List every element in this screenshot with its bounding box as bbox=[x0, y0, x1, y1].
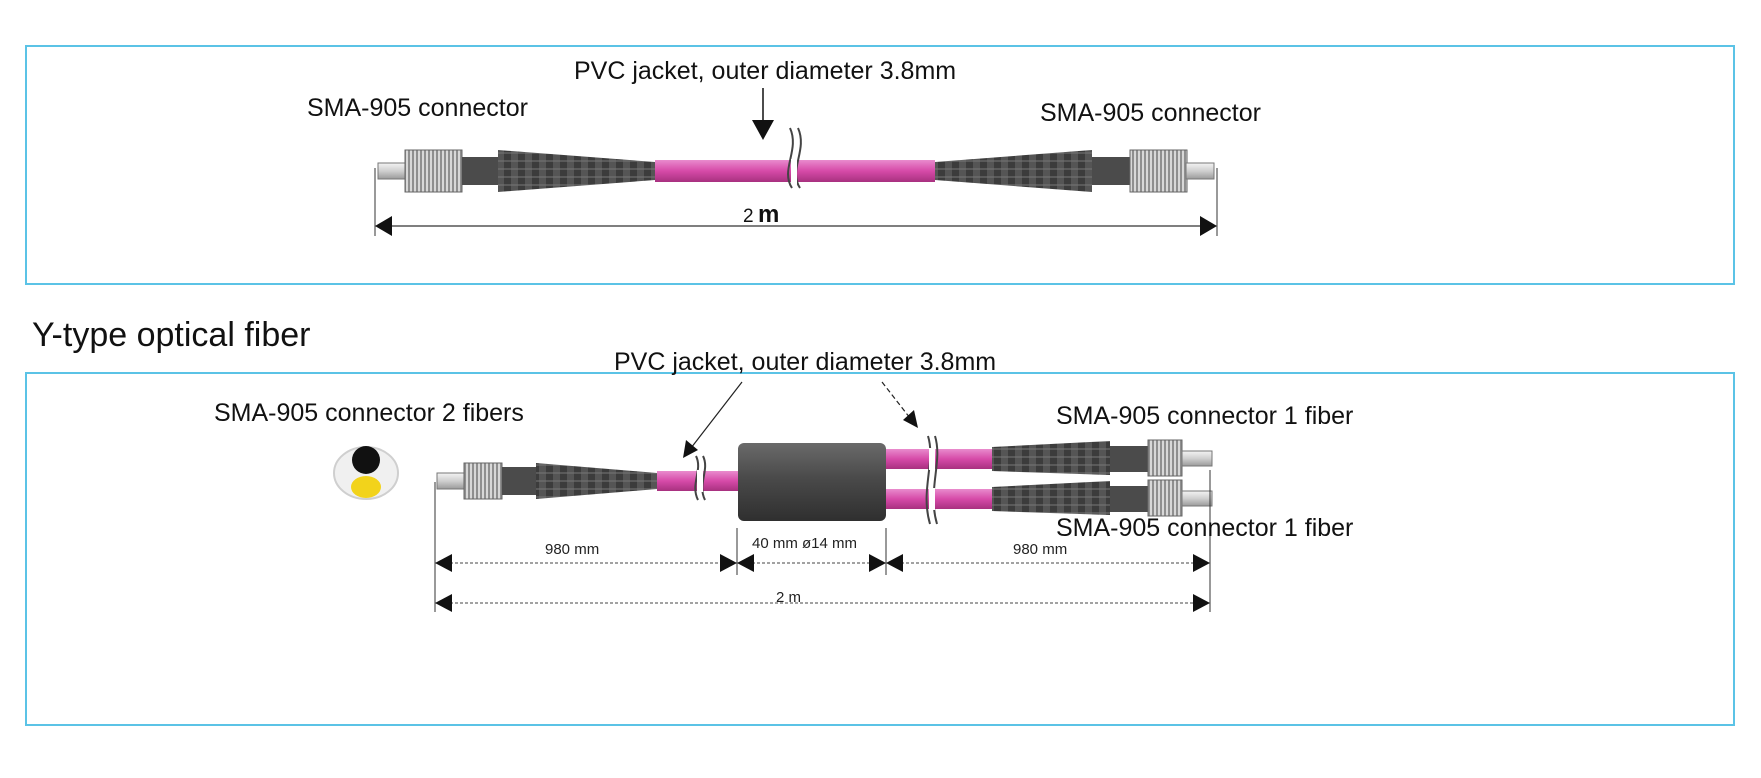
y-left-ferrule bbox=[436, 472, 466, 490]
top-jacket-pointer-arrow bbox=[752, 120, 774, 140]
y-cable bbox=[333, 381, 1213, 525]
upper-boot-body bbox=[1110, 446, 1148, 472]
splitter-housing bbox=[738, 443, 886, 521]
y-right-connector-bottom-label: SMA-905 connector 1 fiber bbox=[1056, 514, 1354, 542]
upper-branch-jacket bbox=[886, 449, 992, 469]
y-left-jacket-pointer-arrow bbox=[683, 440, 698, 458]
top-length-number: 2 bbox=[743, 206, 754, 227]
y-right-jacket-pointer-arrow bbox=[903, 410, 918, 428]
left-boot-taper bbox=[498, 150, 655, 192]
y-left-boot-body bbox=[502, 467, 536, 495]
left-ferrule bbox=[377, 162, 407, 180]
y-right-connector-top-label: SMA-905 connector 1 fiber bbox=[1056, 402, 1354, 430]
right-ferrule bbox=[1185, 162, 1215, 180]
y-left-break-mark bbox=[694, 455, 707, 501]
lower-boot-body bbox=[1110, 486, 1148, 512]
lower-ferrule bbox=[1181, 490, 1213, 507]
y-left-connector-label: SMA-905 connector 2 fibers bbox=[214, 399, 524, 427]
two-fiber-cross-section-icon bbox=[333, 446, 399, 500]
lower-boot-taper bbox=[992, 481, 1110, 515]
top-length-dimension bbox=[374, 168, 1218, 236]
dim-total-2m: 2 m bbox=[776, 589, 802, 606]
right-nut bbox=[1129, 149, 1188, 193]
upper-nut bbox=[1147, 439, 1183, 477]
y-dimensions bbox=[434, 470, 1211, 612]
lower-nut bbox=[1147, 479, 1183, 517]
upper-boot-taper bbox=[992, 441, 1110, 475]
y-left-nut bbox=[463, 462, 503, 500]
right-boot-taper bbox=[935, 150, 1092, 192]
right-boot-body bbox=[1092, 157, 1130, 185]
dim-left-980: 980 mm bbox=[545, 541, 600, 558]
top-right-connector-label: SMA-905 connector bbox=[1040, 99, 1261, 127]
y-jacket-label: PVC jacket, outer diameter 3.8mm bbox=[614, 348, 997, 376]
branch-break-mark bbox=[925, 435, 939, 525]
y-left-boot-taper bbox=[536, 463, 657, 499]
top-jacket-label: PVC jacket, outer diameter 3.8mm bbox=[574, 57, 957, 85]
top-length-label: 2 m bbox=[743, 203, 779, 227]
left-boot-body bbox=[462, 157, 498, 185]
top-left-connector-label: SMA-905 connector bbox=[307, 94, 528, 122]
dim-middle-40: 40 mm ø14 mm bbox=[752, 535, 858, 552]
y-fiber-panel bbox=[25, 372, 1735, 726]
y-type-heading: Y-type optical fiber bbox=[32, 316, 311, 354]
dim-right-980: 980 mm bbox=[1013, 541, 1068, 558]
left-nut bbox=[404, 149, 463, 193]
top-length-unit: m bbox=[758, 201, 780, 228]
top-break-mark bbox=[787, 127, 802, 189]
top-fiber-panel bbox=[25, 45, 1735, 285]
lower-branch-jacket bbox=[886, 489, 992, 509]
top-cable bbox=[377, 88, 1215, 193]
upper-ferrule bbox=[1181, 450, 1213, 467]
